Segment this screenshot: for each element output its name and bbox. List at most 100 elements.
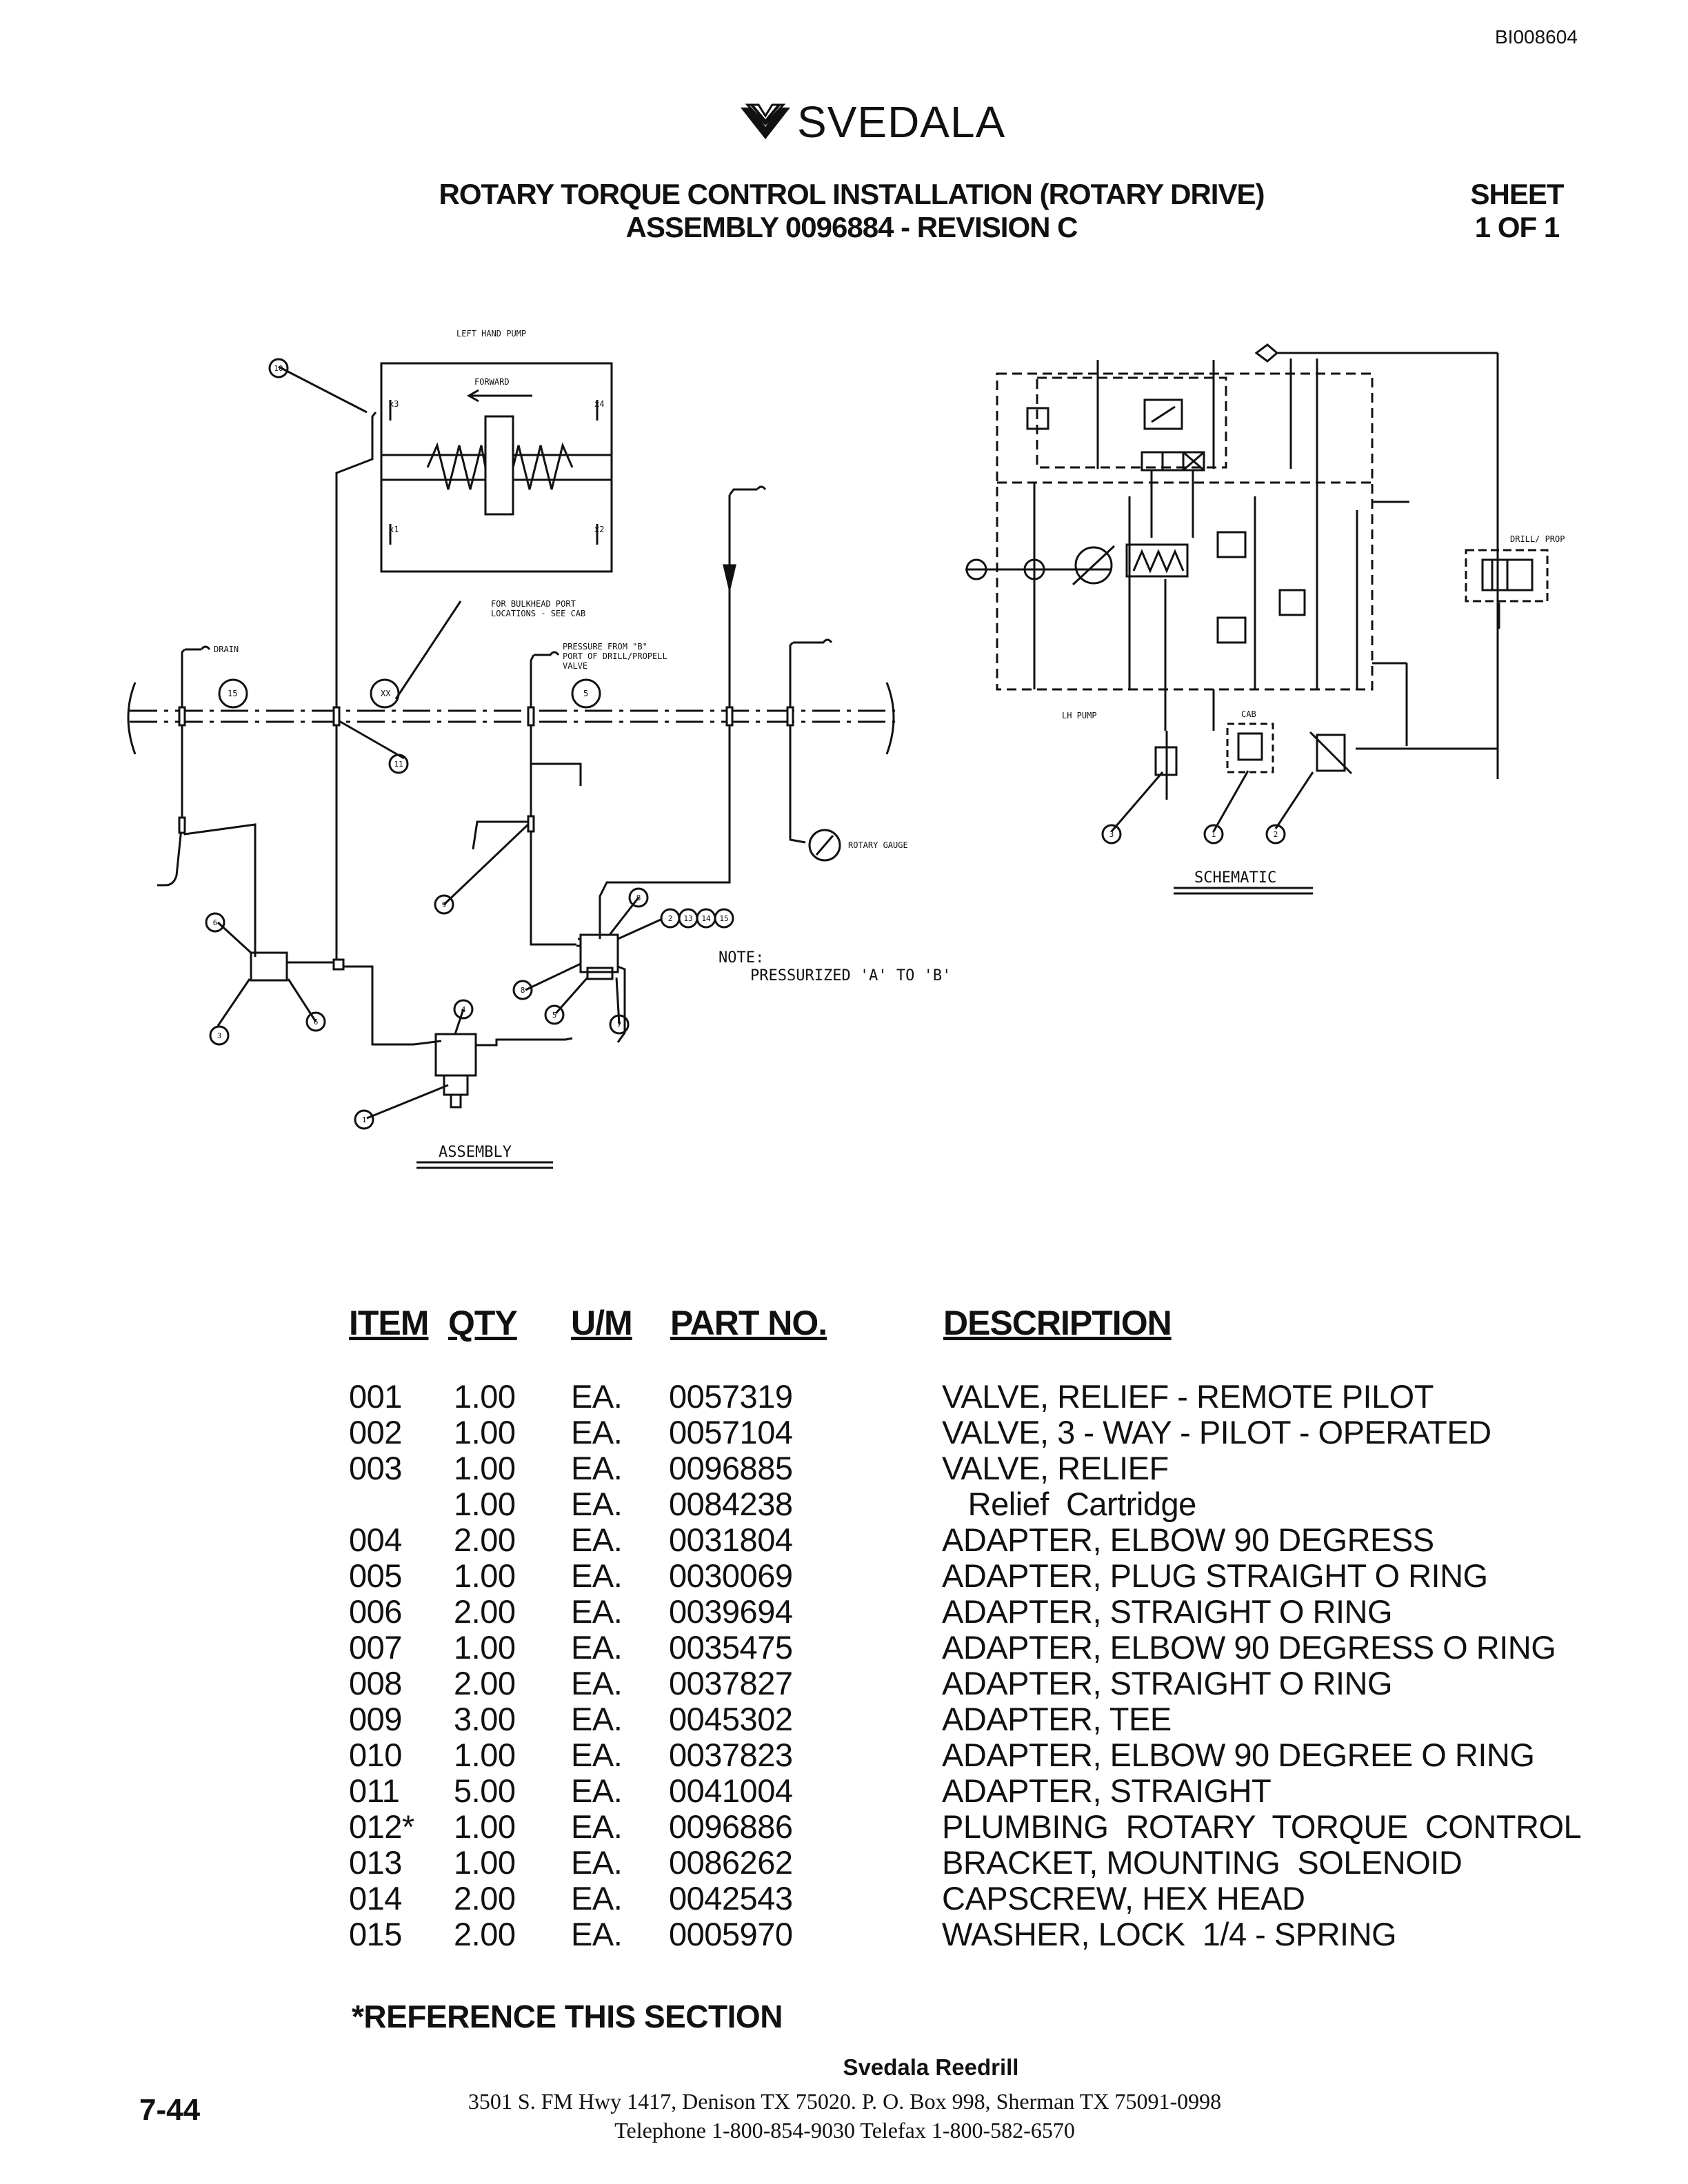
left-hand-pump-box	[380, 362, 613, 573]
item: 007	[349, 1629, 402, 1666]
callout-14: 14	[701, 914, 711, 923]
column-item: ITEM	[349, 1304, 429, 1342]
part-no: 0037827	[669, 1665, 793, 1701]
lh-pump-label: LH PUMP	[1062, 711, 1097, 720]
schematic-label: SCHEMATIC	[1194, 869, 1276, 887]
qty: 5.00	[454, 1772, 516, 1809]
description: WASHER, LOCK 1/4 - SPRING	[942, 1916, 1397, 1952]
rotary-gauge	[808, 829, 841, 862]
callout-6b: 6	[314, 1018, 319, 1027]
qty: 1.00	[454, 1486, 516, 1522]
item: 015	[349, 1916, 402, 1952]
part-no: 0030069	[669, 1557, 793, 1594]
section-15: 15	[228, 689, 237, 698]
qty: 1.00	[454, 1557, 516, 1594]
part-no: 0096886	[669, 1808, 793, 1845]
item: 014	[349, 1880, 402, 1917]
um: EA.	[571, 1593, 623, 1630]
pressure-line	[530, 654, 582, 786]
footer-company: Svedala Reedrill	[843, 2054, 1019, 2080]
section-5: 5	[583, 689, 588, 698]
qty: 2.00	[454, 1916, 516, 1952]
note-text: PRESSURIZED 'A' TO 'B'	[750, 967, 951, 984]
um: EA.	[571, 1378, 623, 1415]
callout-4: 4	[461, 1005, 466, 1014]
pump-piston	[484, 415, 514, 516]
pump-spring-right	[512, 442, 574, 490]
description: PLUMBING ROTARY TORQUE CONTROL	[942, 1808, 1582, 1845]
description: ADAPTER, PLUG STRAIGHT O RING	[942, 1557, 1488, 1594]
callout-3b: 3	[1109, 830, 1114, 839]
port-x4: x4	[594, 399, 604, 409]
description: VALVE, 3 - WAY - PILOT - OPERATED	[942, 1414, 1491, 1450]
callout-2a: 2	[668, 914, 673, 923]
schematic-servo-cylinder	[1125, 543, 1189, 578]
um: EA.	[571, 1772, 623, 1809]
part-no: 0096885	[669, 1450, 793, 1486]
column-description: DESCRIPTION	[943, 1304, 1172, 1342]
lh-pump-outline	[996, 372, 1374, 691]
item: 010	[349, 1737, 402, 1773]
item: 011	[349, 1772, 400, 1809]
note-title: NOTE:	[719, 949, 764, 967]
sheet-label: SHEET	[1470, 178, 1564, 210]
schematic-pump	[1074, 546, 1113, 585]
callout-13: 13	[683, 914, 692, 923]
part-no: 0035475	[669, 1629, 793, 1666]
qty: 3.00	[454, 1701, 516, 1737]
part-no: 0041004	[669, 1772, 793, 1809]
part-no: 0045302	[669, 1701, 793, 1737]
um: EA.	[571, 1521, 623, 1558]
qty: 2.00	[454, 1880, 516, 1917]
qty: 1.00	[454, 1737, 516, 1773]
description: CAPSCREW, HEX HEAD	[942, 1880, 1305, 1917]
description: BRACKET, MOUNTING SOLENOID	[942, 1844, 1463, 1881]
bulkhead-note-1: FOR BULKHEAD PORT	[491, 599, 576, 609]
um: EA.	[571, 1665, 623, 1701]
drill-prop-label: DRILL/ PROP	[1510, 534, 1565, 544]
um: EA.	[571, 1701, 623, 1737]
item: 013	[349, 1844, 402, 1881]
description: ADAPTER, TEE	[942, 1701, 1172, 1737]
callout-6a: 6	[213, 918, 218, 927]
section-xx: XX	[381, 689, 391, 698]
part-no: 0086262	[669, 1844, 793, 1881]
description: ADAPTER, STRAIGHT O RING	[942, 1665, 1393, 1701]
qty: 1.00	[454, 1414, 516, 1450]
drill-prop-valve	[1465, 549, 1549, 603]
part-no: 0057319	[669, 1378, 793, 1415]
description: ADAPTER, ELBOW 90 DEGREE O RING	[942, 1737, 1535, 1773]
callout-5: 5	[552, 1011, 557, 1020]
bulkhead-note-2: LOCATIONS - SEE CAB	[491, 609, 585, 618]
qty: 1.00	[454, 1844, 516, 1881]
brand-name: SVEDALA	[797, 97, 1006, 147]
valve-1	[434, 1033, 477, 1077]
description: ADAPTER, STRAIGHT O RING	[942, 1593, 1393, 1630]
qty: 2.00	[454, 1665, 516, 1701]
pressure-note-2: PORT OF DRILL/PROPELL	[563, 651, 667, 661]
hydraulic-drawing: LEFT HAND PUMP FORWARD x3 x4 x1 x2 FOR B…	[127, 329, 1565, 1169]
callout-8a: 8	[636, 893, 641, 902]
part-no: 0057104	[669, 1414, 793, 1450]
item: 001	[349, 1378, 402, 1415]
callout-7: 7	[617, 1020, 622, 1029]
description: ADAPTER, STRAIGHT	[942, 1772, 1272, 1809]
um: EA.	[571, 1844, 623, 1881]
item: 009	[349, 1701, 402, 1737]
item: 002	[349, 1414, 402, 1450]
um: EA.	[571, 1450, 623, 1486]
part-no: 0037823	[669, 1737, 793, 1773]
valve-2	[579, 933, 619, 973]
rotary-gauge-label: ROTARY GAUGE	[848, 840, 908, 850]
left-hand-pump-label: LEFT HAND PUMP	[456, 329, 526, 338]
callout-11: 11	[394, 760, 403, 769]
callout-1b: 1	[1212, 830, 1216, 839]
um: EA.	[571, 1808, 623, 1845]
callout-8b: 8	[521, 986, 525, 995]
svedala-logo-icon	[741, 103, 790, 139]
item: 008	[349, 1665, 402, 1701]
port-x1: x1	[389, 525, 399, 534]
sheet-value: 1 OF 1	[1474, 211, 1560, 243]
cab-label: CAB	[1241, 709, 1256, 719]
um: EA.	[571, 1737, 623, 1773]
